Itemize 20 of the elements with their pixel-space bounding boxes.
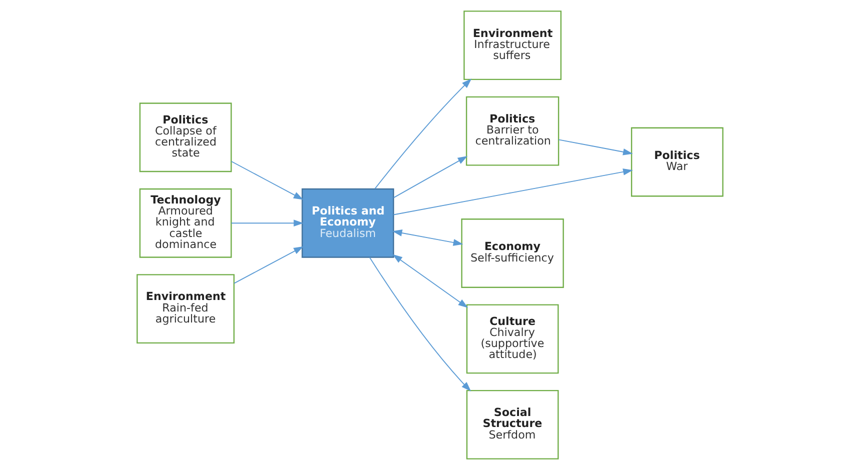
- node-box: Politics and Economy Feudalism: [302, 188, 394, 258]
- arrow: [393, 156, 468, 198]
- arrow: [230, 220, 304, 227]
- arrow: [392, 254, 468, 308]
- node-box: Economy Self-sufficiency: [461, 218, 564, 288]
- node-box: Technology Armoured knight and castle dominance: [139, 188, 232, 258]
- node-box: Culture Chivalry (supportive attitude): [466, 304, 559, 374]
- arrow: [558, 139, 633, 156]
- arrow: [393, 168, 633, 216]
- arrow: [369, 256, 472, 392]
- node-box: Environment Rain-fed agriculture: [136, 274, 235, 344]
- arrow: [392, 230, 464, 246]
- node-box: Politics War: [630, 127, 724, 197]
- node-box: Politics Barrier to centralization: [466, 96, 560, 166]
- node-box: Politics Collapse of centralized state: [139, 102, 232, 172]
- node-box: Social Structure Serfdom: [466, 390, 559, 460]
- node-box: Environment Infrastructure suffers: [464, 10, 562, 80]
- arrow: [234, 246, 304, 284]
- arrow: [374, 78, 472, 190]
- arrow: [230, 160, 304, 200]
